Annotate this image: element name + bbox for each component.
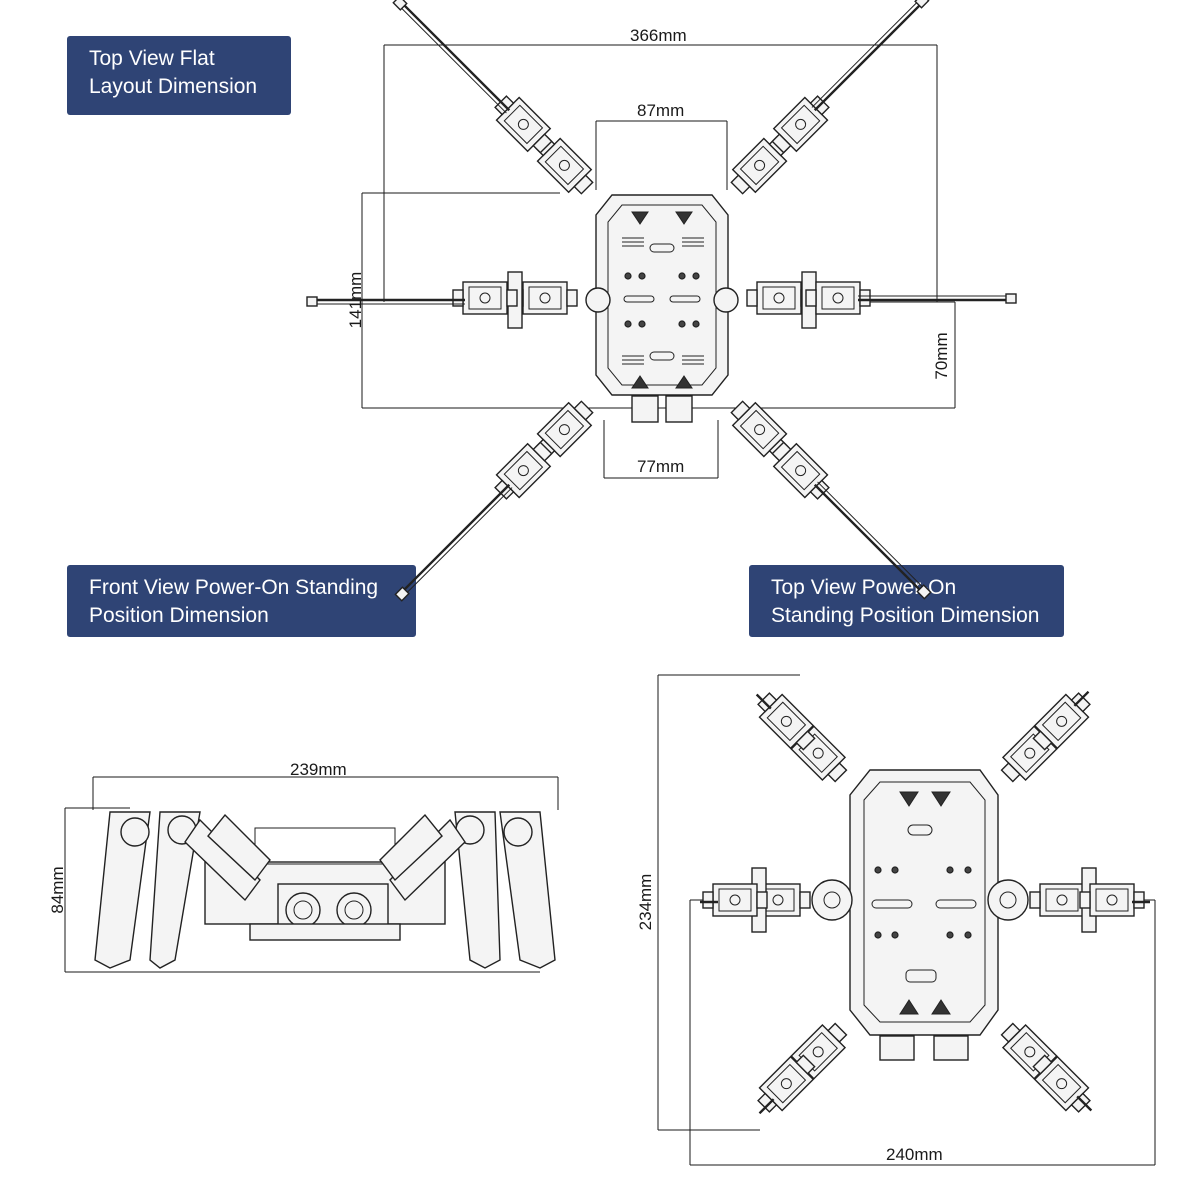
dim-flat-side: 70mm: [932, 332, 951, 380]
dim-flat-body-bottom: 77mm: [637, 457, 685, 476]
dim-front-width: 239mm: [290, 760, 347, 779]
standing-leg-front-right: [995, 686, 1097, 788]
dim-standing-height: 234mm: [636, 873, 655, 931]
standing-leg-back-right: [995, 1017, 1097, 1119]
dim-flat-body-top: 87mm: [637, 101, 685, 120]
standing-leg-front-left: [751, 686, 853, 788]
dim-front-height: 84mm: [48, 866, 67, 914]
front-standing-title: Front View Power-On Standing Position Di…: [67, 565, 416, 637]
front-standing-title-line1: Front View Power-On Standing: [89, 576, 379, 599]
dim-flat-height: 141mm: [346, 271, 365, 329]
standing-robot-body: [811, 769, 1029, 1061]
front-robot: [94, 811, 556, 969]
flat-robot-body: [595, 194, 729, 423]
standing-leg-back-left: [751, 1017, 853, 1119]
flat-leg-front-right: [724, 0, 930, 201]
flat-leg-back-left: [394, 394, 600, 602]
front-standing-title-line2: Position Dimension: [89, 604, 269, 627]
flat-leg-right: [713, 271, 1018, 329]
flat-leg-back-right: [724, 394, 932, 600]
flat-leg-front-left: [392, 0, 600, 201]
standing-dimension-lines: [657, 674, 1156, 1166]
front-dimension-lines: [64, 776, 559, 973]
dim-standing-width: 240mm: [886, 1145, 943, 1164]
flat-layout-title-line2: Layout Dimension: [89, 75, 258, 98]
standing-leg-left: [700, 867, 811, 933]
flat-layout-title: Top View Flat Layout Dimension: [67, 36, 291, 115]
flat-leg-left: [305, 271, 611, 329]
dim-flat-width: 366mm: [630, 26, 687, 45]
top-standing-title-line2: Standing Position Dimension: [771, 604, 1040, 627]
flat-layout-title-line1: Top View Flat: [89, 47, 215, 70]
top-standing-title-line1: Top View Power-On: [771, 576, 957, 599]
standing-leg-right: [1029, 867, 1150, 933]
